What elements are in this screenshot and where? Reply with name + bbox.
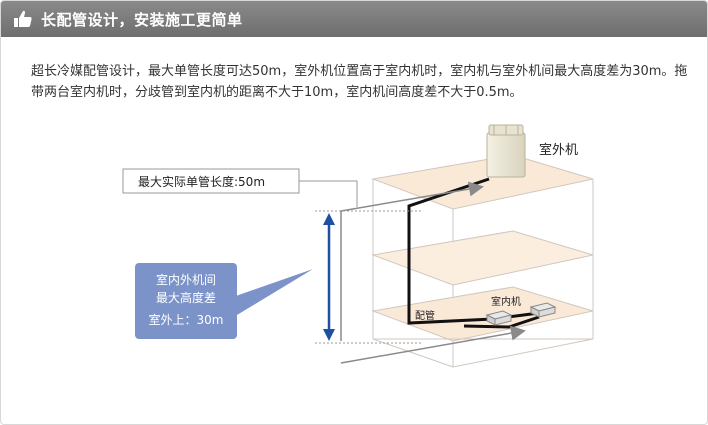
- indoor-unit-1: [485, 310, 513, 326]
- middle-floor: [371, 230, 594, 286]
- piping-diagram: 室外机 室内机 配管 最大实际单管长度:50m: [122, 124, 594, 368]
- bottom-floor: [371, 286, 594, 342]
- card-header: 长配管设计，安装施工更简单: [1, 1, 707, 37]
- height-difference-arrow: [315, 210, 421, 344]
- outdoor-unit-label: 室外机: [539, 142, 578, 158]
- height-callout-line2: 最大高度差: [156, 290, 216, 305]
- pipe-length-arrow-lower: [340, 325, 526, 364]
- max-pipe-callout: 最大实际单管长度:50m: [122, 168, 358, 207]
- building-frame: [371, 154, 594, 368]
- max-pipe-callout-text: 最大实际单管长度:50m: [138, 174, 265, 189]
- height-callout: 室内外机间 最大高度差 室外上：30m: [135, 263, 313, 339]
- height-callout-line1: 室内外机间: [156, 272, 216, 287]
- indoor-unit-2: [529, 302, 557, 318]
- pipe-label: 配管: [415, 309, 435, 322]
- thumbs-up-icon: [14, 10, 32, 27]
- indoor-unit-label: 室内机: [491, 295, 521, 308]
- height-callout-line3: 室外上：30m: [149, 312, 224, 327]
- description-text: 超长冷媒配管设计，最大单管长度可达50m，室外机位置高于室内机时，室内机与室外机…: [31, 64, 688, 100]
- card-title: 长配管设计，安装施工更简单: [41, 11, 243, 29]
- outdoor-unit: [486, 124, 526, 178]
